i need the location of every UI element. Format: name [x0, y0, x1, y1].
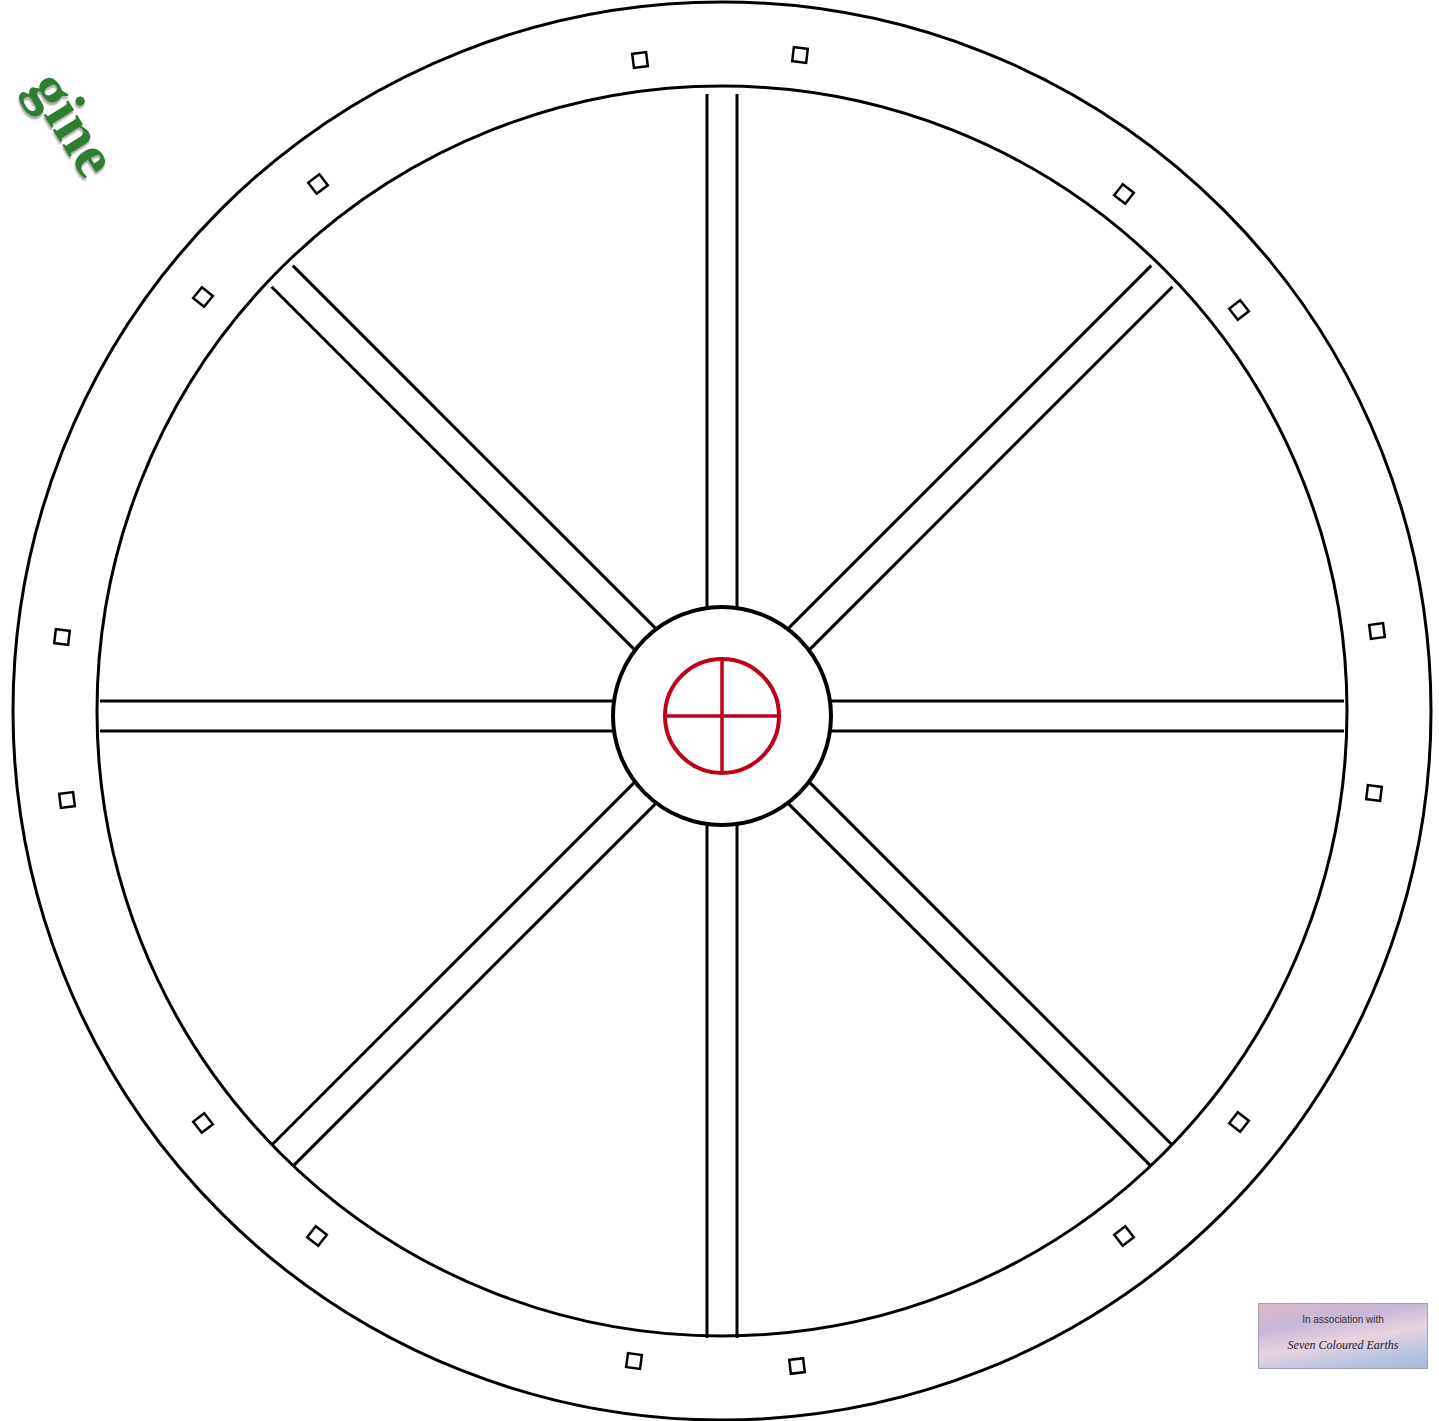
- spoke-edge: [803, 776, 1172, 1145]
- spoke: [782, 776, 1172, 1166]
- spoke-edge: [100, 700, 622, 703]
- spoke: [100, 701, 622, 731]
- spokes: [100, 94, 1344, 1338]
- spoke: [707, 816, 737, 1338]
- rim-stud: [626, 1353, 642, 1369]
- logo-caption: In association with: [1263, 1314, 1423, 1326]
- logo-name: Seven Coloured Earths: [1263, 1338, 1423, 1352]
- rim-stud: [792, 47, 808, 63]
- spoke-edge: [803, 287, 1172, 656]
- rim-stud: [1369, 623, 1385, 639]
- rim-stud: [1366, 785, 1382, 801]
- rim-stud: [1114, 184, 1134, 204]
- spoke-edge: [293, 797, 662, 1166]
- rim-stud: [1229, 1112, 1249, 1132]
- logo-badge: In association withSeven Coloured Earths: [1258, 1303, 1428, 1369]
- spoke-edge: [272, 776, 641, 1145]
- spoke-edge: [822, 730, 1344, 733]
- spoke-edge: [706, 94, 709, 616]
- spoke-edge: [736, 816, 739, 1338]
- outer-rim: [13, 2, 1431, 1420]
- spoke: [272, 776, 662, 1166]
- rim-stud: [193, 287, 213, 307]
- spoke-edge: [100, 730, 622, 733]
- rim-stud: [1229, 300, 1249, 320]
- rim-studs: [54, 47, 1385, 1374]
- sun-cross-ring: [665, 659, 779, 773]
- spoke: [782, 266, 1172, 656]
- spoke: [822, 701, 1344, 731]
- spoke-edge: [822, 700, 1344, 703]
- rim-stud: [789, 1358, 805, 1374]
- rim-stud: [307, 1226, 327, 1246]
- sun-cross-bar: [720, 659, 724, 773]
- rim-stud: [193, 1113, 213, 1133]
- rim-stud: [308, 174, 328, 194]
- spoke-edge: [706, 816, 709, 1338]
- spoke: [707, 94, 737, 616]
- spoke-edge: [782, 266, 1151, 635]
- spoke-edge: [293, 266, 662, 635]
- rim-stud: [59, 792, 75, 808]
- spoke-edge: [782, 797, 1151, 1166]
- rim-stud: [1114, 1226, 1134, 1246]
- rim-stud: [632, 52, 648, 68]
- spoke: [272, 266, 662, 656]
- hub: [613, 607, 831, 825]
- inner-rim: [97, 86, 1347, 1336]
- spoke-edge: [736, 94, 739, 616]
- title-fragment: gine: [14, 58, 133, 189]
- rim-stud: [54, 629, 70, 645]
- spoke-edge: [272, 287, 641, 656]
